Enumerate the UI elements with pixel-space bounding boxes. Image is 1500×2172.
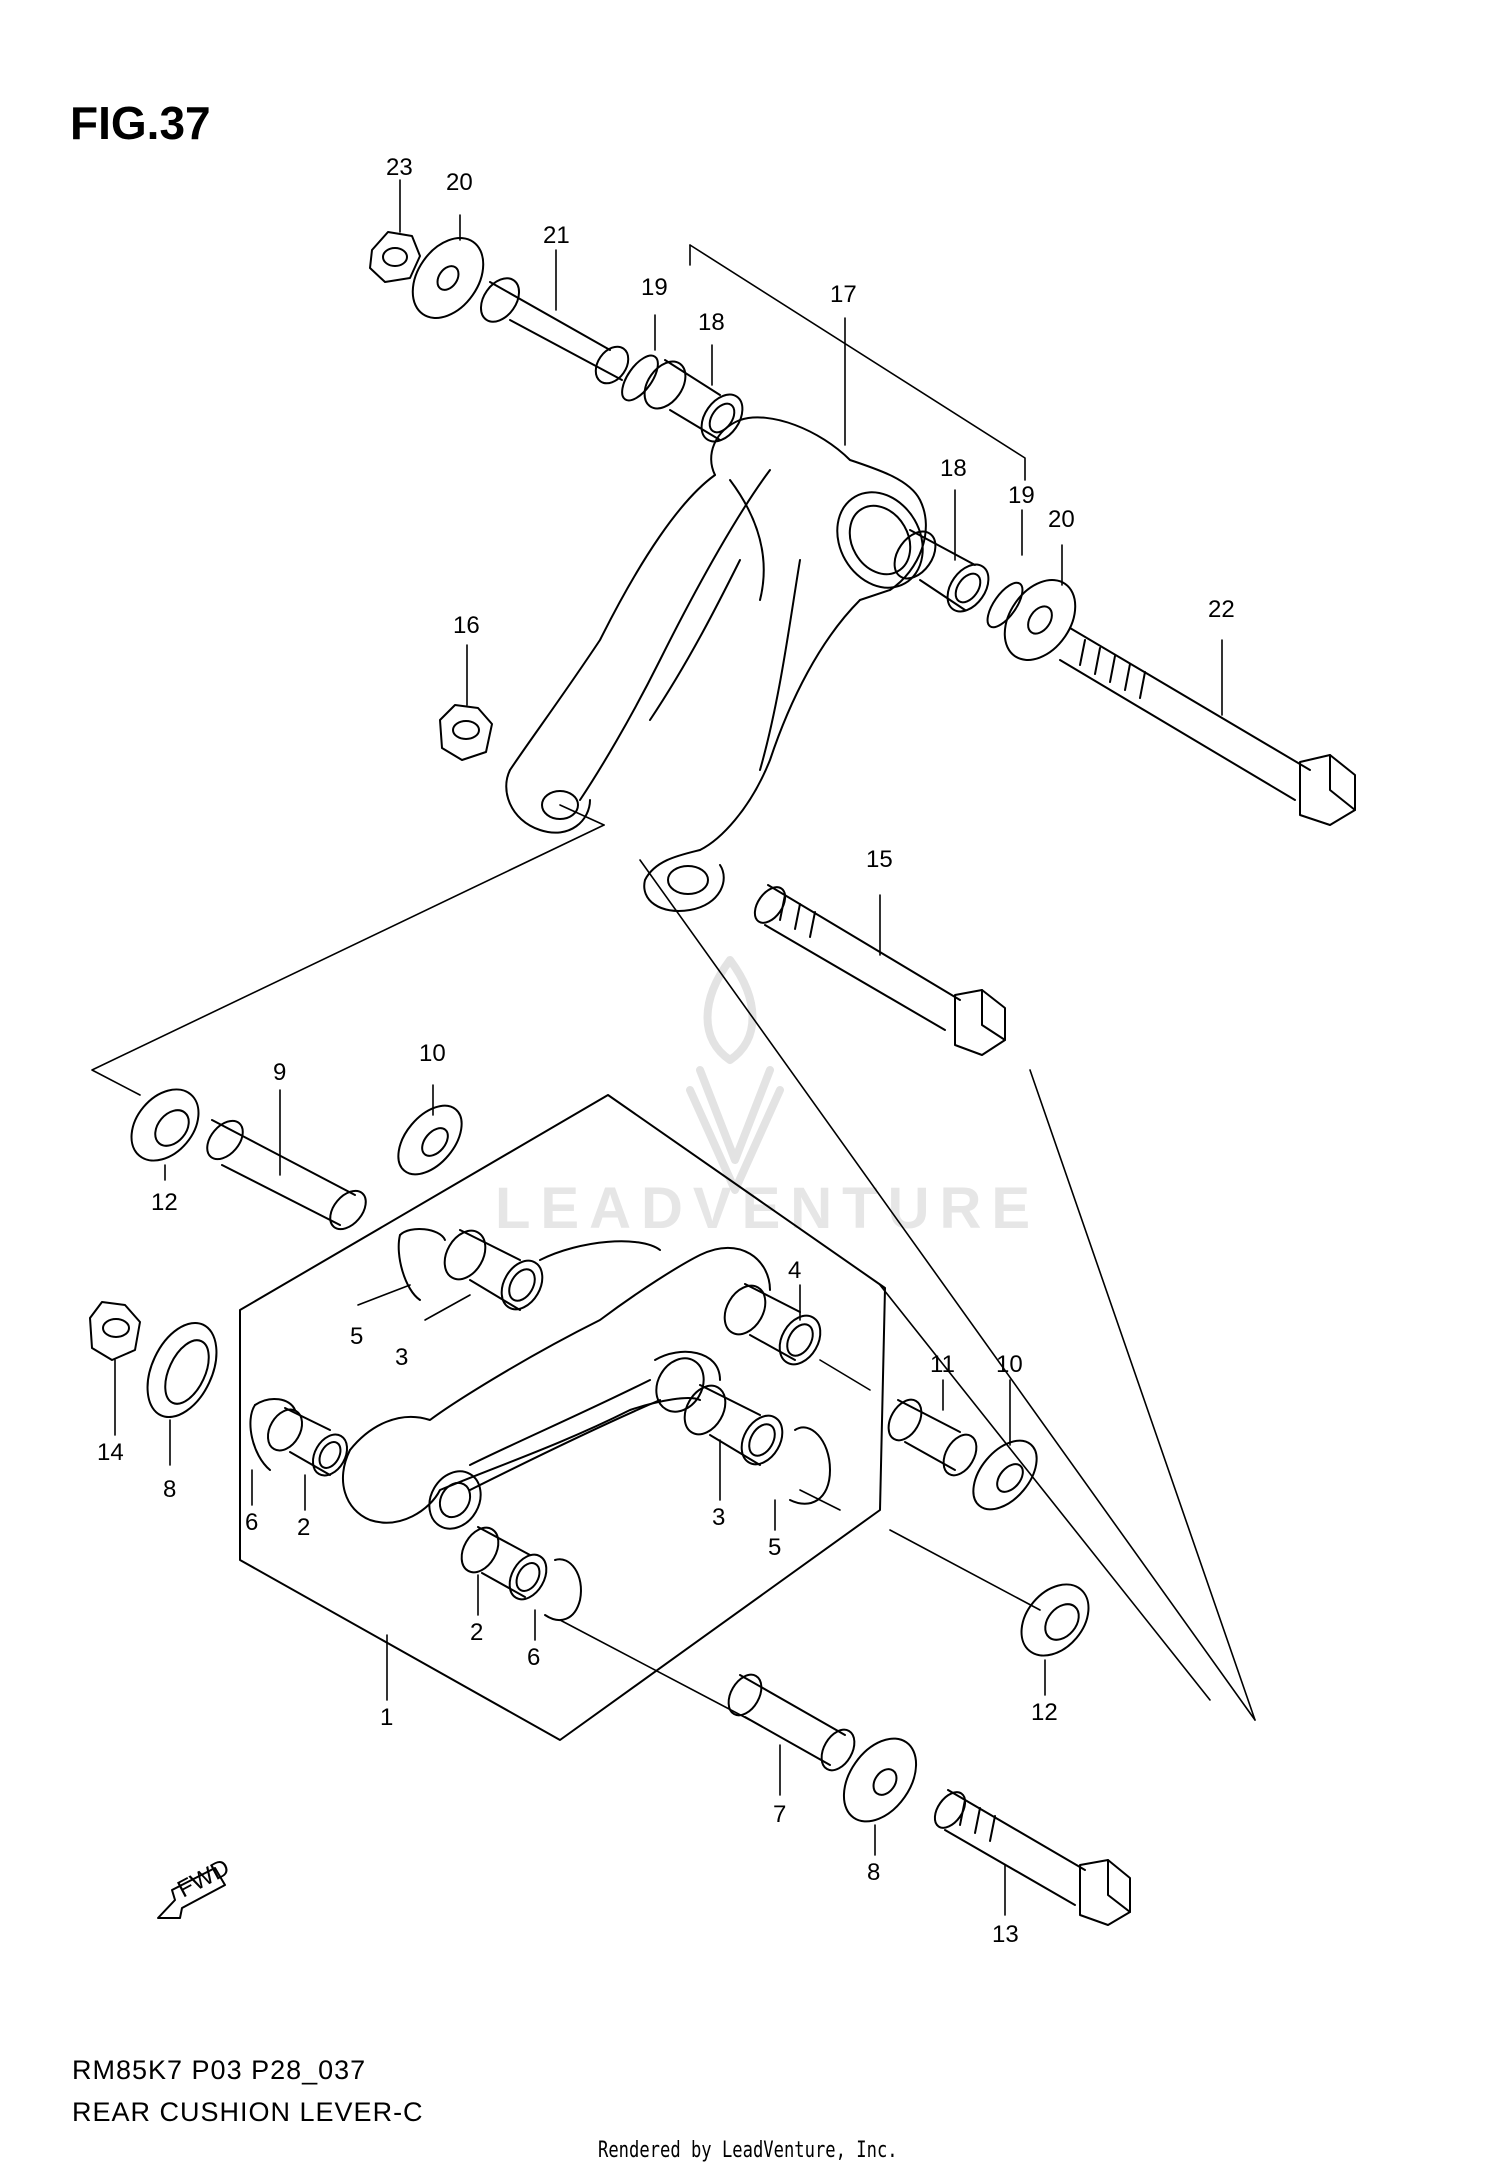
- callout-8b: 8: [867, 1859, 880, 1886]
- callout-3b: 3: [712, 1504, 725, 1531]
- box-bearings: [249, 1228, 831, 1621]
- callout-5b: 5: [768, 1534, 781, 1561]
- callout-labels: 23 20 21 19 18 17 18 19 20 22 16 15 10 9…: [97, 154, 1235, 1948]
- seal-10-top: [397, 1104, 463, 1176]
- callout-18b: 18: [940, 455, 967, 482]
- callout-12: 12: [151, 1189, 178, 1216]
- callout-19b: 19: [1008, 482, 1035, 509]
- watermark: LEADVENTURE: [495, 1176, 1041, 1241]
- callout-1: 1: [380, 1704, 393, 1731]
- callout-15: 15: [866, 846, 893, 873]
- lower-axis-lines: [559, 1284, 1211, 1721]
- callout-20: 20: [446, 169, 473, 196]
- callout-12b: 12: [1031, 1699, 1058, 1726]
- callout-10: 10: [419, 1040, 446, 1067]
- reference-lines: [91, 244, 1256, 1721]
- cushion-rod-body: [341, 1240, 771, 1530]
- left-nut-seal: [89, 1301, 218, 1419]
- callout-11: 11: [930, 1351, 955, 1378]
- watermark-logo: [686, 956, 784, 1194]
- callout-14: 14: [97, 1439, 124, 1466]
- bolt-15: [753, 884, 1006, 1056]
- callout-22: 22: [1208, 596, 1235, 623]
- lower-bolt-set: [727, 1673, 1131, 1926]
- callout-leaders: [114, 179, 1223, 1916]
- callout-19: 19: [641, 274, 668, 301]
- callout-23: 23: [386, 154, 413, 181]
- callout-7: 7: [773, 1801, 786, 1828]
- upper-left-hardware: [369, 231, 744, 443]
- callout-2b: 2: [470, 1619, 483, 1646]
- fwd-arrow-icon: FWD: [157, 1854, 234, 1919]
- callout-4: 4: [788, 1257, 801, 1284]
- callout-6b: 6: [527, 1644, 540, 1671]
- callout-13: 13: [992, 1921, 1019, 1948]
- right-spacer-set: [887, 1398, 1090, 1657]
- callout-21: 21: [543, 222, 570, 249]
- cushion-lever-17: [505, 416, 927, 912]
- callout-16: 16: [453, 612, 480, 639]
- callout-20b: 20: [1048, 506, 1075, 533]
- figure-title: FIG.37: [70, 97, 211, 149]
- figure-name: REAR CUSHION LEVER-C: [72, 2097, 424, 2127]
- footer-credit: Rendered by LeadVenture, Inc.: [598, 2138, 898, 2163]
- callout-6: 6: [245, 1509, 258, 1536]
- callout-2: 2: [297, 1514, 310, 1541]
- upper-left-spacer-set: [130, 1088, 367, 1231]
- upper-right-hardware: [893, 529, 1356, 826]
- callout-5: 5: [350, 1323, 363, 1350]
- callout-3: 3: [395, 1344, 408, 1371]
- callout-9: 9: [273, 1059, 286, 1086]
- callout-18: 18: [698, 309, 725, 336]
- nut-16: [439, 704, 493, 761]
- callout-17: 17: [830, 281, 857, 308]
- figure-code: RM85K7 P03 P28_037: [72, 2055, 367, 2085]
- callout-8: 8: [163, 1476, 176, 1503]
- cushion-rod-box: [239, 1094, 886, 1741]
- callout-10b: 10: [996, 1351, 1023, 1378]
